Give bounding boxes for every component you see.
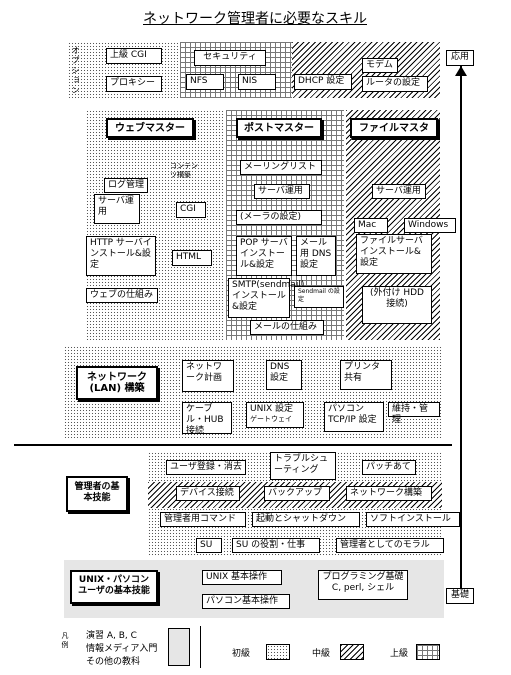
network-planning: ネットワーク計画 [182,360,234,392]
legend-beginner-label: 初級 [232,649,251,660]
unix-setting: UNIX 設定 ゲートウェイ [246,402,304,428]
pop-server-install: POP サーバインストール&設定 [236,236,292,276]
html: HTML [172,250,212,266]
external-hdd: (外付け HDD 接続) [362,286,432,324]
mailing-list: メーリングリスト [240,160,322,175]
post-master-title: ポストマスター [236,118,322,138]
maintenance: 維持・管理 [388,402,440,425]
mailer-setting: (メーラの設定) [236,210,322,225]
security: セキュリティ [194,50,266,66]
printer-sharing: プリンタ共有 [340,360,392,390]
pc-basic-operation: パソコン基本操作 [202,594,290,609]
su-role: SU の役割・仕事 [232,538,320,553]
file-master-title: ファイルマスター [350,118,438,145]
legend-intermediate-label: 中級 [312,649,331,660]
patch: パッチあて [362,460,416,475]
nfs: NFS [186,74,224,90]
router-setting: ルータの設定 [362,76,428,92]
backup: バックアップ [264,486,330,501]
arrow-head [455,66,467,76]
legend-note: 凡例 [61,632,69,650]
admin-commands: 管理者用コマンド [160,512,246,527]
lan-title: ネットワーク (LAN) 構築 [76,366,158,400]
programming-basics: プログラミング基礎 C, perl, シェル [318,570,408,600]
legend-course-other: その他の教科 [86,657,141,667]
section-divider [14,444,452,446]
advanced-cgi: 上級 CGI [106,48,162,64]
legend-divider [200,626,201,668]
network-building: ネットワーク構築 [346,486,432,501]
legend-course-exercise: 演習 A, B, C [86,631,137,641]
pc-tcpip: パソコン TCP/IP 設定 [324,402,384,432]
unix-basic-operation: UNIX 基本操作 [202,570,282,585]
advanced-label: 応用 [446,50,474,66]
web-master-title: ウェブマスター [106,118,194,138]
boot-shutdown: 起動とシャットダウン [252,512,360,527]
sendmail-setting: Sendmail の設定 [294,286,344,308]
web-master-bg [86,110,224,340]
file-server-operation: サーバ運用 [372,184,426,199]
admin-morals: 管理者としてのモラル [336,538,444,553]
arrow-shaft [460,64,462,590]
su: SU [196,538,222,553]
cgi: CGI [176,202,206,218]
device-connection: デバイス接続 [176,486,240,501]
log-management: ログ管理 [104,178,148,193]
smtp-install: SMTP(sendmail)インストール&設定 [228,278,304,318]
mail-dns-setting: メール用 DNS 設定 [296,236,336,276]
mail-mechanism: メールの仕組み [250,320,324,335]
legend-course-media: 情報メディア入門 [86,644,158,654]
mail-server-operation: サーバ運用 [254,184,310,199]
dhcp-setting: DHCP 設定 [294,74,352,90]
http-server-install: HTTP サーバインストール&設定 [86,236,156,276]
dns-setting: DNS 設定 [266,360,302,390]
nis: NIS [238,74,276,90]
modem: モデム [362,58,398,73]
mac: Mac [354,218,388,233]
unix-setting-label: UNIX 設定 [250,404,294,414]
file-server-install: ファイルサーバインストール&設定 [356,234,432,274]
legend-grey-swatch [168,628,190,666]
legend-beginner-swatch [266,644,290,660]
legend-intermediate-swatch [340,644,364,660]
windows: Windows [404,218,456,233]
content-build-note: コンテンツ構築 [170,162,198,179]
proxy: プロキシー [106,76,162,92]
basic-title: UNIX・パソコンユーザの基本技能 [70,570,158,604]
legend-advanced-swatch [416,644,440,660]
options-side-label: オプション [71,46,80,96]
web-server-operation: サーバ運用 [94,194,140,224]
software-install: ソフトインストール [366,512,460,527]
gateway-label: ゲートウェイ [250,415,292,423]
basic-label: 基礎 [446,588,474,604]
web-mechanism: ウェブの仕組み [86,288,158,303]
legend-courses: 演習 A, B, C 情報メディア入門 その他の教科 [86,630,157,669]
page-title: ネットワーク管理者に必要なスキル [143,11,367,27]
troubleshooting: トラブルシューティング [270,452,336,480]
user-registration: ユーザ登録・消去 [166,460,246,475]
legend-advanced-label: 上級 [390,649,409,660]
admin-title: 管理者の基本技能 [66,476,128,512]
cable-hub: ケーブル・HUB 接続 [182,402,232,436]
